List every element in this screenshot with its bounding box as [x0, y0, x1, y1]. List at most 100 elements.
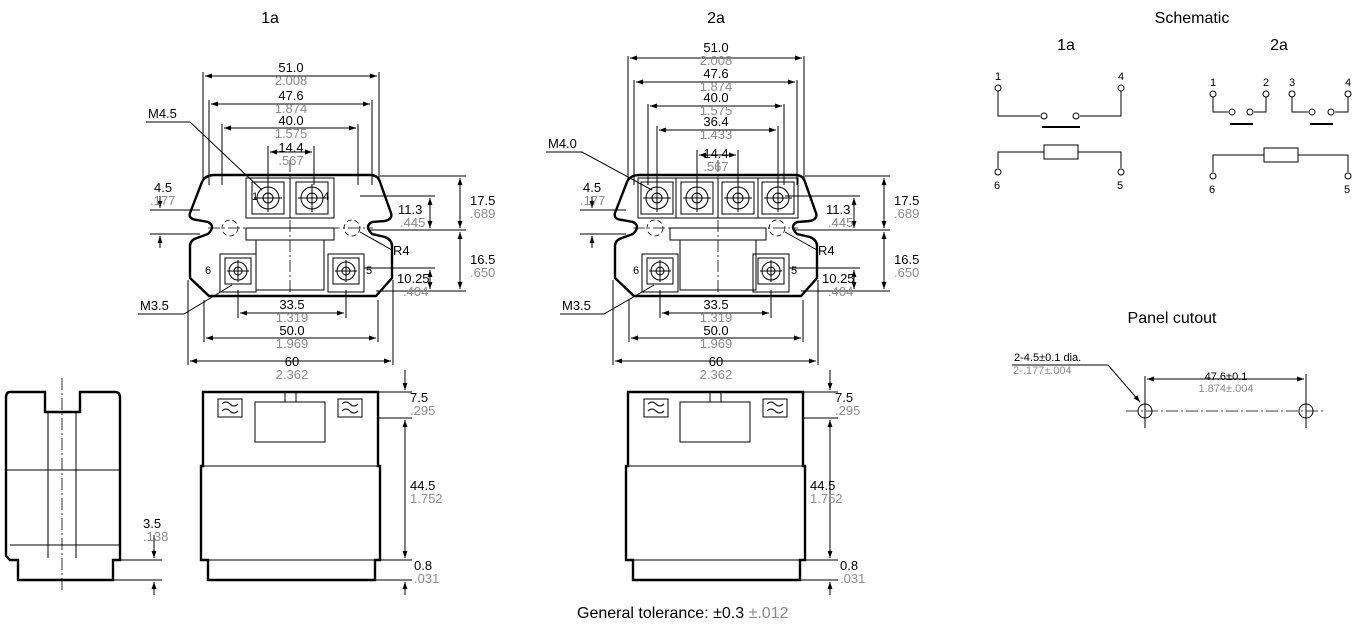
- dim-width-mm: 51.0: [278, 60, 303, 75]
- screw-m45-label: M4.5: [148, 106, 177, 121]
- dim-top-height-in: .689: [894, 206, 919, 221]
- dim-total-width-in: 2.362: [700, 367, 733, 382]
- sch2a-terminal-6: 6: [1209, 184, 1215, 196]
- panel-cutout: 2-4.5±0.1 dia. 2-.177±.004 47.6±0.1 1.87…: [1012, 352, 1325, 428]
- relay-2a-right-dimensions: 17.5 .689 11.3 .445 16.5 .650 10.25 .404…: [784, 175, 919, 299]
- dim-top-height-mm: 17.5: [470, 193, 495, 208]
- sch1a-terminal-1: 1: [995, 71, 1001, 83]
- dim-upper-mm: 11.3: [826, 202, 850, 217]
- dim-mount-pitch-mm: 47.6: [703, 66, 728, 81]
- dim-terminal-span-mm: 40.0: [278, 113, 303, 128]
- dim-inner-span-in: 1.433: [700, 127, 733, 142]
- relay-2a-left-dimensions: 4.5 .177: [580, 180, 626, 248]
- dim-terminal-span-mm: 40.0: [703, 90, 728, 105]
- dim-top-height-in: .689: [470, 206, 495, 221]
- dim-base-width-mm: 50.0: [703, 323, 728, 338]
- relay-1a-top-dimensions: 51.0 2.008 47.6 1.874 40.0 1.575 14.4 .5…: [146, 60, 380, 191]
- dim-side-offset-mm: 3.5: [143, 516, 161, 531]
- sch2a-terminal-2: 2: [1263, 77, 1269, 89]
- dim-body-height-in: 1.752: [410, 491, 443, 506]
- sch1a-terminal-4: 4: [1118, 71, 1124, 83]
- relay-2a-front-view: [624, 390, 807, 582]
- dim-base-width-in: 1.969: [276, 336, 309, 351]
- dim-upper-mm: 11.3: [398, 202, 422, 217]
- dim-coil-offset-in: .404: [828, 284, 853, 299]
- dim-foot-mm: 0.8: [840, 558, 858, 573]
- dim-coil-offset-mm: 10.25: [397, 271, 430, 286]
- panel-hole-mm: 2-4.5±0.1 dia.: [1014, 352, 1081, 364]
- panel-pitch-mm: 47.6±0.1: [1205, 371, 1248, 383]
- dim-total-width-mm: 60: [709, 354, 723, 369]
- dim-cap-mm: 7.5: [835, 390, 853, 405]
- screw-m35-label: M3.5: [562, 298, 591, 313]
- terminal-5-label: 5: [791, 265, 797, 277]
- sch1a-terminal-6: 6: [994, 180, 1000, 192]
- relay-2a-top-view: 6 5: [613, 160, 819, 300]
- relay-1a-front-dimensions: 7.5 .295 44.5 1.752 0.8 .031: [375, 370, 443, 595]
- dim-foot-in: .031: [414, 571, 439, 586]
- dim-terminal-pitch-in: .567: [703, 159, 728, 174]
- dim-mount-pitch-mm: 47.6: [278, 88, 303, 103]
- panel-cutout-title: Panel cutout: [1128, 310, 1218, 327]
- dim-base-width-in: 1.969: [700, 336, 733, 351]
- dim-cap-mm: 7.5: [410, 390, 428, 405]
- sch2a-terminal-5: 5: [1344, 184, 1350, 196]
- terminal-1-label: 1: [252, 191, 258, 203]
- schematic-2a: 1 2 3 4 6 5: [1209, 77, 1352, 196]
- dim-width-mm: 51.0: [703, 40, 728, 55]
- relay-1a-top-view: 1 4 6 5: [188, 160, 394, 300]
- view-1a-title: 1a: [261, 10, 279, 27]
- relay-2a-front-dimensions: 7.5 .295 44.5 1.752 0.8 .031: [800, 370, 865, 595]
- radius-label: R4: [818, 243, 835, 258]
- dim-lower-height-mm: 16.5: [470, 252, 495, 267]
- dim-mount-pitch-in: 1.874: [275, 101, 308, 116]
- dim-base-width-mm: 50.0: [279, 323, 304, 338]
- screw-m35-label: M3.5: [140, 298, 169, 313]
- dim-slot-mm: 4.5: [154, 180, 172, 195]
- relay-1a-front-view: [199, 390, 382, 582]
- dim-width-in: 2.008: [275, 73, 308, 88]
- dim-inner-span-mm: 36.4: [703, 114, 728, 129]
- sch2a-terminal-1: 1: [1210, 77, 1216, 89]
- dim-body-height-mm: 44.5: [810, 478, 835, 493]
- dim-cap-in: .295: [410, 403, 435, 418]
- schematic-1a: 1 4 6 5: [994, 71, 1125, 192]
- tolerance-in: ±.012: [749, 605, 789, 622]
- dim-total-width-in: 2.362: [276, 367, 309, 382]
- dim-lower-height-in: .650: [894, 265, 919, 280]
- tolerance-mm: General tolerance: ±0.3: [577, 605, 744, 622]
- sch1a-terminal-5: 5: [1117, 180, 1123, 192]
- dim-foot-mm: 0.8: [414, 558, 432, 573]
- dim-coil-pitch-mm: 33.5: [703, 297, 728, 312]
- relay-2a-top-dimensions: 51.0 2.008 47.6 1.874 40.0 1.575 36.4 1.…: [546, 40, 805, 191]
- relay-1a-side-view: 3.5 .138: [4, 378, 168, 595]
- radius-label: R4: [393, 243, 410, 258]
- dim-terminal-span-in: 1.575: [700, 103, 733, 118]
- screw-m40-label: M4.0: [548, 136, 577, 151]
- dim-coil-pitch-in: 1.319: [276, 310, 309, 325]
- dim-coil-offset-mm: 10.25: [822, 271, 855, 286]
- sch2a-terminal-4: 4: [1345, 77, 1351, 89]
- dim-side-offset-in: .138: [143, 529, 168, 544]
- schematic-title: Schematic: [1155, 10, 1230, 27]
- dim-body-height-mm: 44.5: [410, 478, 435, 493]
- relay-1a-left-dimensions: 4.5 .177: [150, 180, 200, 248]
- dim-lower-height-in: .650: [470, 265, 495, 280]
- terminal-6-label: 6: [205, 265, 211, 277]
- view-2a-title: 2a: [707, 10, 725, 27]
- dim-top-height-mm: 17.5: [894, 193, 919, 208]
- relay-1a-right-dimensions: 17.5 .689 11.3 .445 16.5 .650 10.25 .404…: [359, 175, 495, 299]
- schematic-1a-title: 1a: [1057, 37, 1075, 54]
- dim-mount-pitch-in: 1.874: [700, 79, 733, 94]
- dim-terminal-pitch-in: .567: [278, 153, 303, 168]
- dim-coil-offset-in: .404: [403, 284, 428, 299]
- panel-pitch-in: 1.874±.004: [1199, 383, 1254, 395]
- dim-upper-in: .445: [828, 215, 853, 230]
- terminal-4-label: 4: [323, 191, 329, 203]
- relay-1a-bottom-dimensions: M3.5 33.5 1.319 50.0 1.969 60 2.362: [138, 280, 394, 382]
- schematic-2a-title: 2a: [1270, 37, 1288, 54]
- dim-slot-mm: 4.5: [583, 180, 601, 195]
- terminal-5-label: 5: [366, 265, 372, 277]
- dim-coil-pitch-mm: 33.5: [279, 297, 304, 312]
